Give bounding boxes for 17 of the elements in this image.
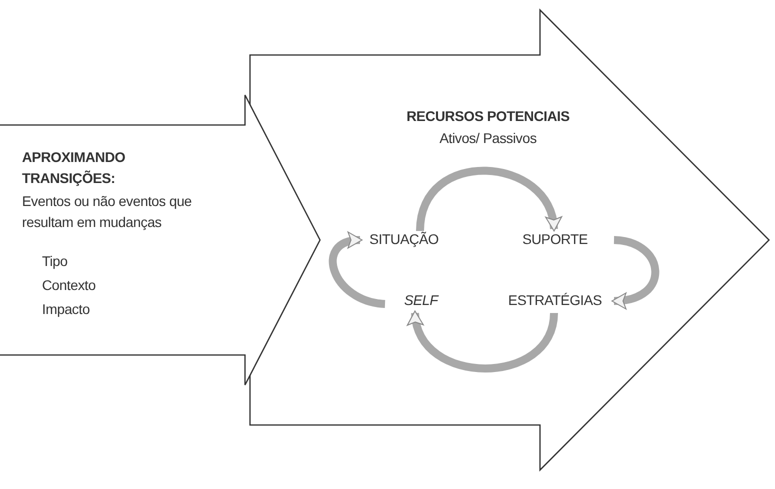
block-arrow: [0, 95, 322, 385]
text: Tipo: [42, 253, 68, 270]
curved-arrow: [408, 310, 558, 372]
text: Ativos/ Passivos: [438, 130, 538, 148]
block-arrow: [250, 8, 772, 474]
curved-arrow: [328, 232, 386, 308]
heading: APROXIMANDO TRANSIÇÕES:: [22, 148, 126, 188]
curved-arrow: [416, 166, 560, 232]
cycle-label: SITUAÇÃO: [362, 231, 446, 250]
text: Eventos ou não eventos que resultam em mudanças: [22, 192, 193, 232]
cycle-label: SUPORTE: [514, 231, 596, 250]
cycle-label: SELF: [397, 292, 445, 311]
heading: RECURSOS POTENCIAIS: [405, 108, 571, 126]
curved-arrow: [612, 236, 660, 308]
cycle-label: ESTRATÉGIAS: [498, 292, 612, 311]
text: Contexto: [42, 277, 96, 294]
text: Impacto: [42, 301, 90, 318]
